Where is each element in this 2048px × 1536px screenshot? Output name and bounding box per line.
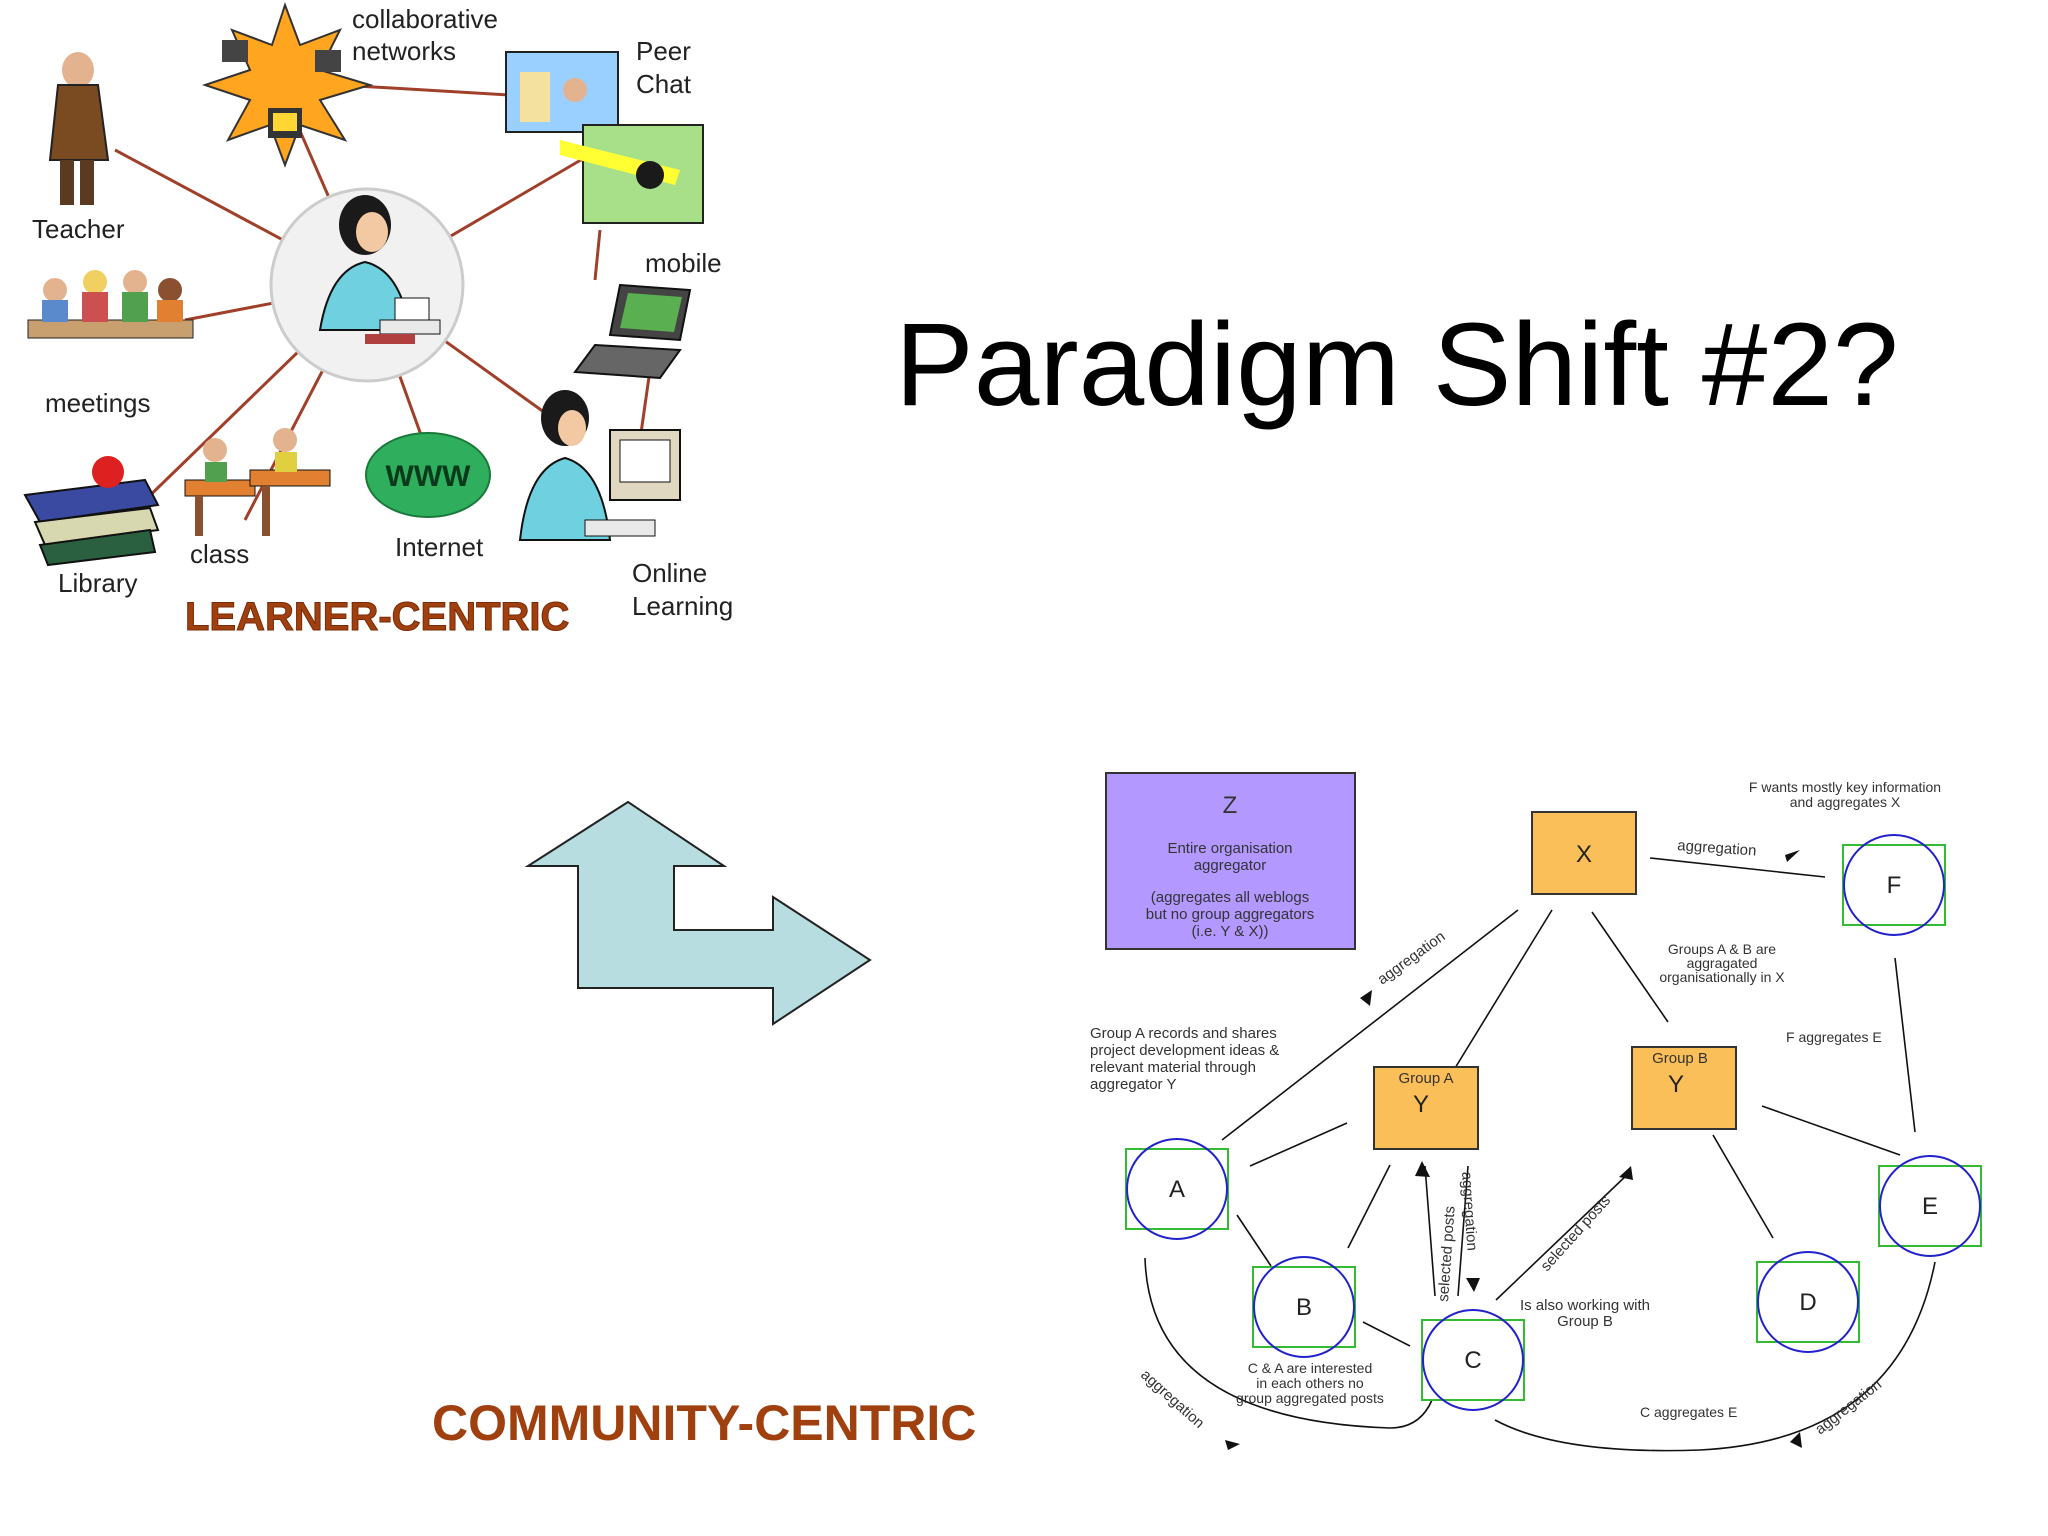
class-label: class bbox=[190, 539, 249, 569]
x-aggregator-box: X bbox=[1532, 812, 1636, 894]
computer-icon bbox=[268, 108, 302, 138]
mobile-label: mobile bbox=[645, 248, 722, 278]
networks-label: networks bbox=[352, 36, 456, 66]
collaborative-label: collaborative bbox=[352, 4, 498, 34]
online-learner-icon bbox=[520, 390, 680, 540]
node-e-letter: E bbox=[1922, 1193, 1938, 1220]
c-working-line2: Group B bbox=[1557, 1313, 1613, 1330]
group-a-note-line2: project development ideas & bbox=[1090, 1042, 1279, 1059]
learner-hub bbox=[271, 189, 463, 381]
meetings-label: meetings bbox=[45, 388, 151, 418]
node-a-letter: A bbox=[1169, 1176, 1185, 1203]
c-aggregates-e-note: C aggregates E bbox=[1640, 1404, 1737, 1420]
aggregation-label-y-c: aggregation bbox=[1458, 1171, 1480, 1251]
c-a-note: C & A are interested in each others no g… bbox=[1236, 1360, 1384, 1406]
learner-centric-caption: LEARNER-CENTRIC bbox=[185, 595, 569, 639]
f-wants-line2: and aggregates X bbox=[1790, 794, 1901, 810]
selected-posts-label-c-y: selected posts bbox=[1435, 1205, 1459, 1302]
laptop-icon bbox=[575, 285, 690, 378]
z-line2: aggregator bbox=[1194, 857, 1267, 874]
group-b-label: Group B bbox=[1652, 1050, 1708, 1067]
aggregation-label-c-e: aggregation bbox=[1812, 1376, 1885, 1438]
node-f-letter: F bbox=[1887, 872, 1902, 899]
meetings-icon bbox=[28, 270, 193, 338]
node-f: F bbox=[1843, 835, 1945, 935]
aggregation-label-a-c: aggregation bbox=[1137, 1366, 1207, 1432]
aggregation-label-x-a: aggregation bbox=[1374, 928, 1448, 988]
groups-ab-note: Groups A & B are aggragated organisation… bbox=[1659, 941, 1785, 985]
node-a: A bbox=[1126, 1139, 1228, 1239]
f-wants-note: F wants mostly key information and aggre… bbox=[1749, 779, 1941, 810]
f-aggregates-e-note: F aggregates E bbox=[1786, 1029, 1882, 1045]
learner-centric-diagram: Teacher collaborative networks Peer Chat bbox=[25, 4, 733, 639]
slide-title: Paradigm Shift #2? bbox=[895, 299, 1899, 431]
z-line1: Entire organisation bbox=[1167, 840, 1292, 857]
learning-label: Learning bbox=[632, 591, 733, 621]
internet-label: Internet bbox=[395, 532, 484, 562]
groups-ab-line3: organisationally in X bbox=[1659, 969, 1785, 985]
z-aggregator-box: Z Entire organisation aggregator (aggreg… bbox=[1106, 773, 1355, 949]
node-e: E bbox=[1879, 1156, 1981, 1256]
group-a-aggregator-box: Group A Y bbox=[1374, 1067, 1478, 1149]
node-c: C bbox=[1422, 1310, 1524, 1410]
online-label: Online bbox=[632, 558, 707, 588]
group-a-note-line3: relevant material through bbox=[1090, 1059, 1256, 1076]
group-a-label: Group A bbox=[1398, 1070, 1453, 1087]
group-a-note-line4: aggregator Y bbox=[1090, 1076, 1176, 1093]
c-a-line2: in each others no bbox=[1256, 1375, 1364, 1391]
www-label: WWW bbox=[386, 460, 472, 493]
z-letter: Z bbox=[1223, 792, 1238, 819]
aggregation-label-x-f: aggregation bbox=[1677, 837, 1757, 859]
z-line3: (aggregates all weblogs bbox=[1151, 889, 1309, 906]
selected-posts-label-c-groupb: selected posts bbox=[1537, 1192, 1614, 1275]
c-working-note: Is also working with Group B bbox=[1520, 1297, 1650, 1330]
node-d: D bbox=[1757, 1252, 1859, 1352]
books-icon bbox=[25, 456, 158, 565]
group-b-aggregator-box: Group B Y bbox=[1632, 1047, 1736, 1129]
sunburst-network-icon bbox=[205, 5, 370, 165]
x-letter: X bbox=[1576, 841, 1592, 868]
teacher-label: Teacher bbox=[32, 214, 125, 244]
c-a-line3: group aggregated posts bbox=[1236, 1390, 1384, 1406]
group-b-letter: Y bbox=[1668, 1071, 1684, 1098]
node-b: B bbox=[1253, 1257, 1355, 1357]
class-icon bbox=[185, 428, 330, 536]
group-a-letter: Y bbox=[1413, 1091, 1429, 1118]
group-a-note: Group A records and shares project devel… bbox=[1090, 1025, 1279, 1093]
globe-icon: WWW bbox=[366, 433, 490, 517]
node-c-letter: C bbox=[1464, 1347, 1481, 1374]
node-d-letter: D bbox=[1799, 1289, 1816, 1316]
library-label: Library bbox=[58, 568, 137, 598]
c-a-line1: C & A are interested bbox=[1248, 1360, 1373, 1376]
chat-label: Chat bbox=[636, 69, 692, 99]
f-wants-line1: F wants mostly key information bbox=[1749, 779, 1941, 795]
bent-arrow-icon bbox=[528, 802, 870, 1024]
c-working-line1: Is also working with bbox=[1520, 1297, 1650, 1314]
teacher-icon bbox=[50, 52, 108, 205]
z-line5: (i.e. Y & X)) bbox=[1192, 923, 1269, 940]
community-centric-caption: COMMUNITY-CENTRIC bbox=[432, 1395, 976, 1451]
group-a-note-line1: Group A records and shares bbox=[1090, 1025, 1277, 1042]
node-b-letter: B bbox=[1296, 1294, 1312, 1321]
z-line4: but no group aggregators bbox=[1146, 906, 1314, 923]
peer-label: Peer bbox=[636, 36, 691, 66]
